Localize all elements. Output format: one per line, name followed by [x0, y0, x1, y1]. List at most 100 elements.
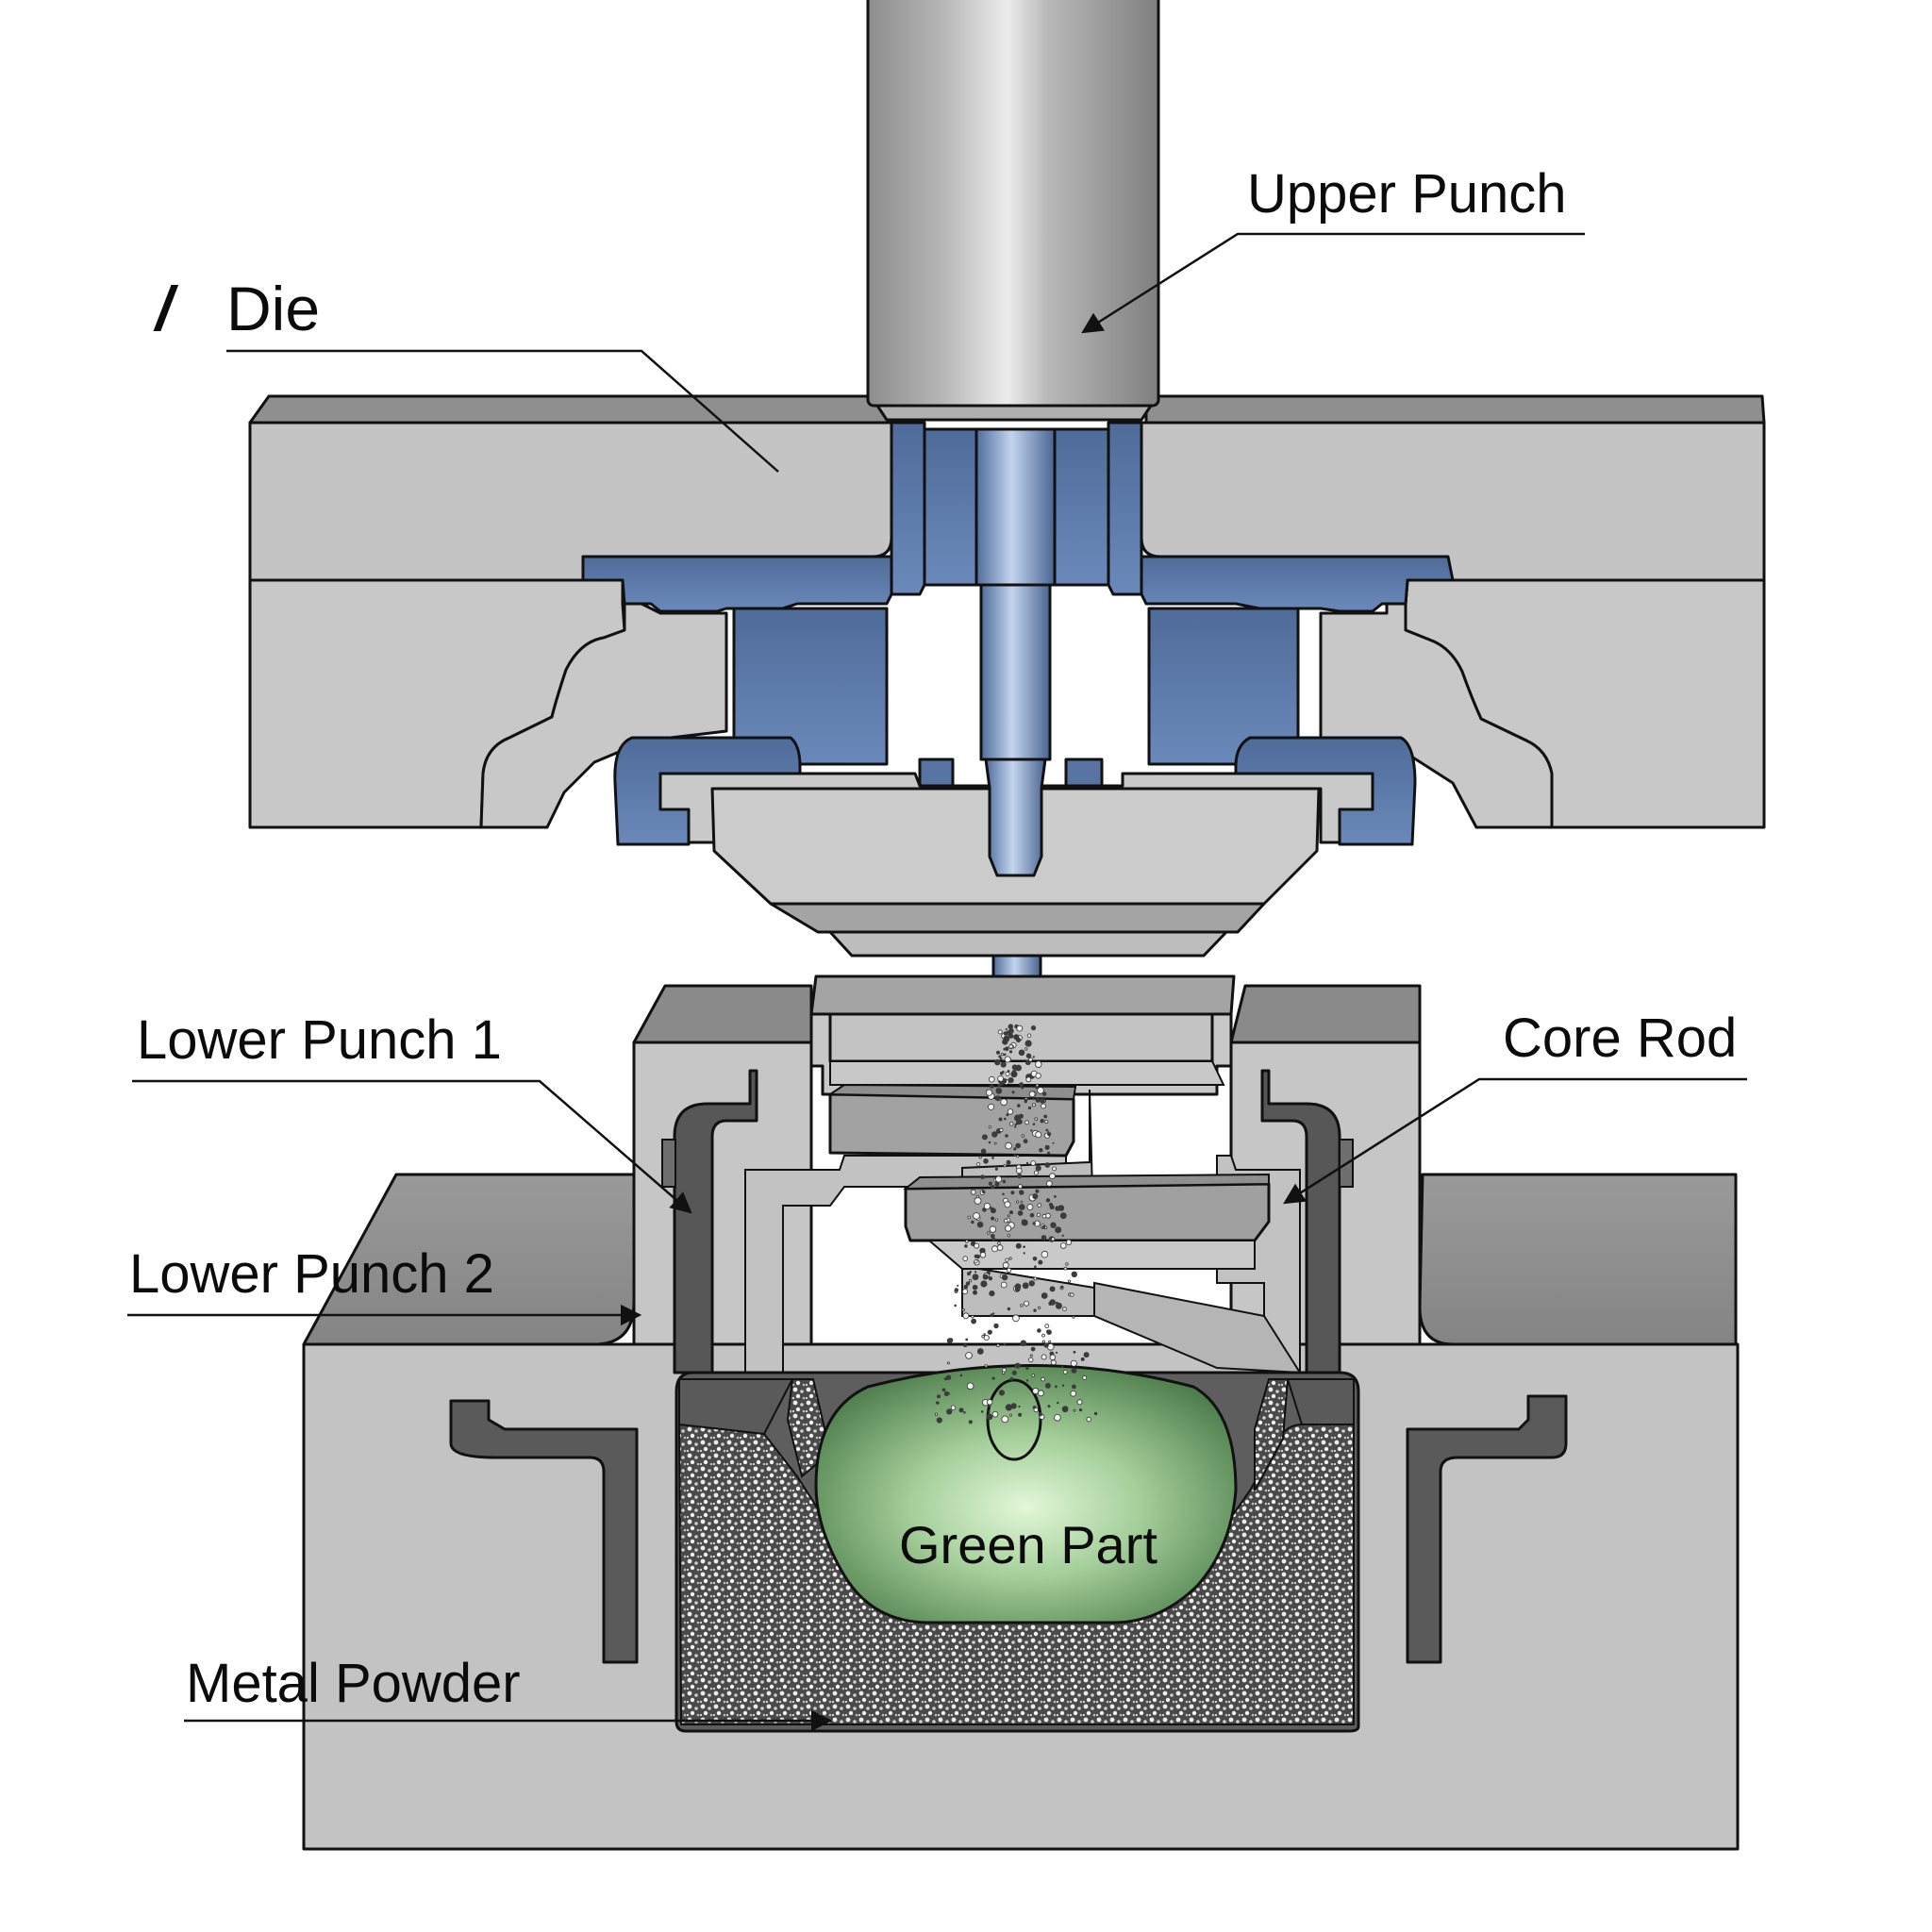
powder-particle [1011, 1070, 1017, 1074]
powder-particle [1032, 1222, 1036, 1225]
powder-particle [1024, 1098, 1028, 1102]
powder-particle [991, 1185, 995, 1190]
powder-particle [967, 1272, 971, 1276]
powder-particle [994, 1058, 1001, 1066]
powder-particle [971, 1220, 974, 1224]
powder-particle [997, 1241, 1001, 1245]
powder-particle [986, 1399, 993, 1406]
powder-particle [1005, 1257, 1009, 1262]
powder-particle [1032, 1056, 1036, 1058]
powder-particle [1014, 1123, 1018, 1126]
powder-particle [962, 1256, 968, 1261]
powder-particle [991, 1410, 999, 1418]
powder-particle [1033, 1170, 1039, 1175]
powder-particle [1002, 1039, 1008, 1045]
powder-particle [1003, 1164, 1007, 1168]
powder-particle [993, 1323, 999, 1329]
powder-particle [1049, 1354, 1056, 1360]
powder-particle [991, 1376, 995, 1380]
powder-particle [1002, 1267, 1006, 1270]
powder-particle [954, 1288, 958, 1292]
powder-particle [1048, 1340, 1052, 1343]
powder-particle [973, 1212, 980, 1220]
upper-punch [866, 0, 1160, 422]
powder-particle [1041, 1213, 1047, 1219]
powder-particle [1025, 1366, 1029, 1370]
powder-particle [1060, 1285, 1064, 1289]
powder-particle [1037, 1203, 1041, 1208]
powder-particle [1025, 1076, 1032, 1083]
blue-sleeve-left [923, 427, 978, 587]
powder-particle [984, 1364, 988, 1368]
powder-particle [976, 1348, 984, 1355]
powder-particle [1015, 1142, 1022, 1149]
powder-particle [1002, 1179, 1007, 1184]
powder-particle [1071, 1271, 1078, 1278]
powder-particle [1035, 1131, 1042, 1139]
baffle-upper-frame [829, 1060, 1225, 1086]
powder-particle [1006, 1113, 1009, 1117]
green-part-body [814, 1364, 1238, 1624]
powder-particle [1055, 1302, 1062, 1309]
powder-particle [987, 1329, 992, 1335]
powder-particle [983, 1335, 990, 1341]
lower-top-cap-bevel [809, 974, 1236, 1016]
powder-particle [1028, 1280, 1036, 1287]
falling-powder-particles [934, 1024, 1098, 1424]
powder-particle [1021, 1219, 1028, 1226]
powder-particle [1038, 1306, 1041, 1310]
powder-particle [980, 1174, 985, 1180]
powder-particle [1070, 1292, 1074, 1297]
powder-particle [996, 1050, 1000, 1055]
powder-particle [943, 1376, 948, 1381]
powder-particle [961, 1289, 969, 1295]
powder-particle [998, 1055, 1002, 1058]
powder-particle [1025, 1161, 1029, 1165]
powder-particle [1011, 1091, 1015, 1094]
powder-particle [1076, 1399, 1083, 1406]
powder-particle [1038, 1412, 1043, 1417]
core-rod-mid-segment [979, 583, 1052, 761]
powder-particle [991, 1157, 994, 1159]
powder-particle [1037, 1212, 1041, 1217]
powder-particle [1035, 1189, 1040, 1193]
powder-particle [1005, 1134, 1008, 1138]
die-marker: / [153, 274, 179, 343]
powder-particle [1007, 1234, 1011, 1238]
powder-particle [1070, 1391, 1076, 1397]
powder-particle [990, 1207, 993, 1210]
powder-particle [1052, 1141, 1055, 1144]
powder-particle [1051, 1359, 1057, 1366]
powder-particle [1034, 1117, 1038, 1121]
upper-punch-body [866, 0, 1160, 408]
powder-particle [974, 1254, 978, 1258]
powder-particle [967, 1215, 971, 1220]
powder-particle [972, 1284, 978, 1291]
powder-particle [974, 1271, 977, 1274]
powder-particle [1019, 1082, 1024, 1087]
powder-particle [1028, 1057, 1033, 1062]
core-rod-tip [984, 758, 1047, 877]
powder-particle [1005, 1046, 1009, 1052]
interior-baffles [826, 1060, 1302, 1374]
powder-particle [1071, 1368, 1077, 1374]
powder-particle [998, 1390, 1006, 1396]
lower-punch-1-frame [673, 1069, 758, 1374]
powder-particle [1061, 1406, 1069, 1413]
powder-particle [1046, 1180, 1053, 1187]
powder-particle [1032, 1388, 1040, 1395]
powder-particle [1023, 1252, 1025, 1255]
powder-particle [1000, 1061, 1007, 1068]
powder-particle [963, 1343, 968, 1348]
powder-particle [1032, 1193, 1039, 1200]
powder-particle [966, 1382, 974, 1391]
powder-particle [1015, 1037, 1022, 1042]
powder-particle [1009, 1376, 1014, 1381]
powder-particle [946, 1361, 950, 1365]
powder-particle [1002, 1261, 1009, 1269]
powder-particle [991, 1131, 998, 1138]
powder-particle [970, 1189, 976, 1195]
powder-particle [1016, 1155, 1020, 1158]
powder-particle [999, 1057, 1003, 1060]
powder-particle [1055, 1385, 1058, 1389]
